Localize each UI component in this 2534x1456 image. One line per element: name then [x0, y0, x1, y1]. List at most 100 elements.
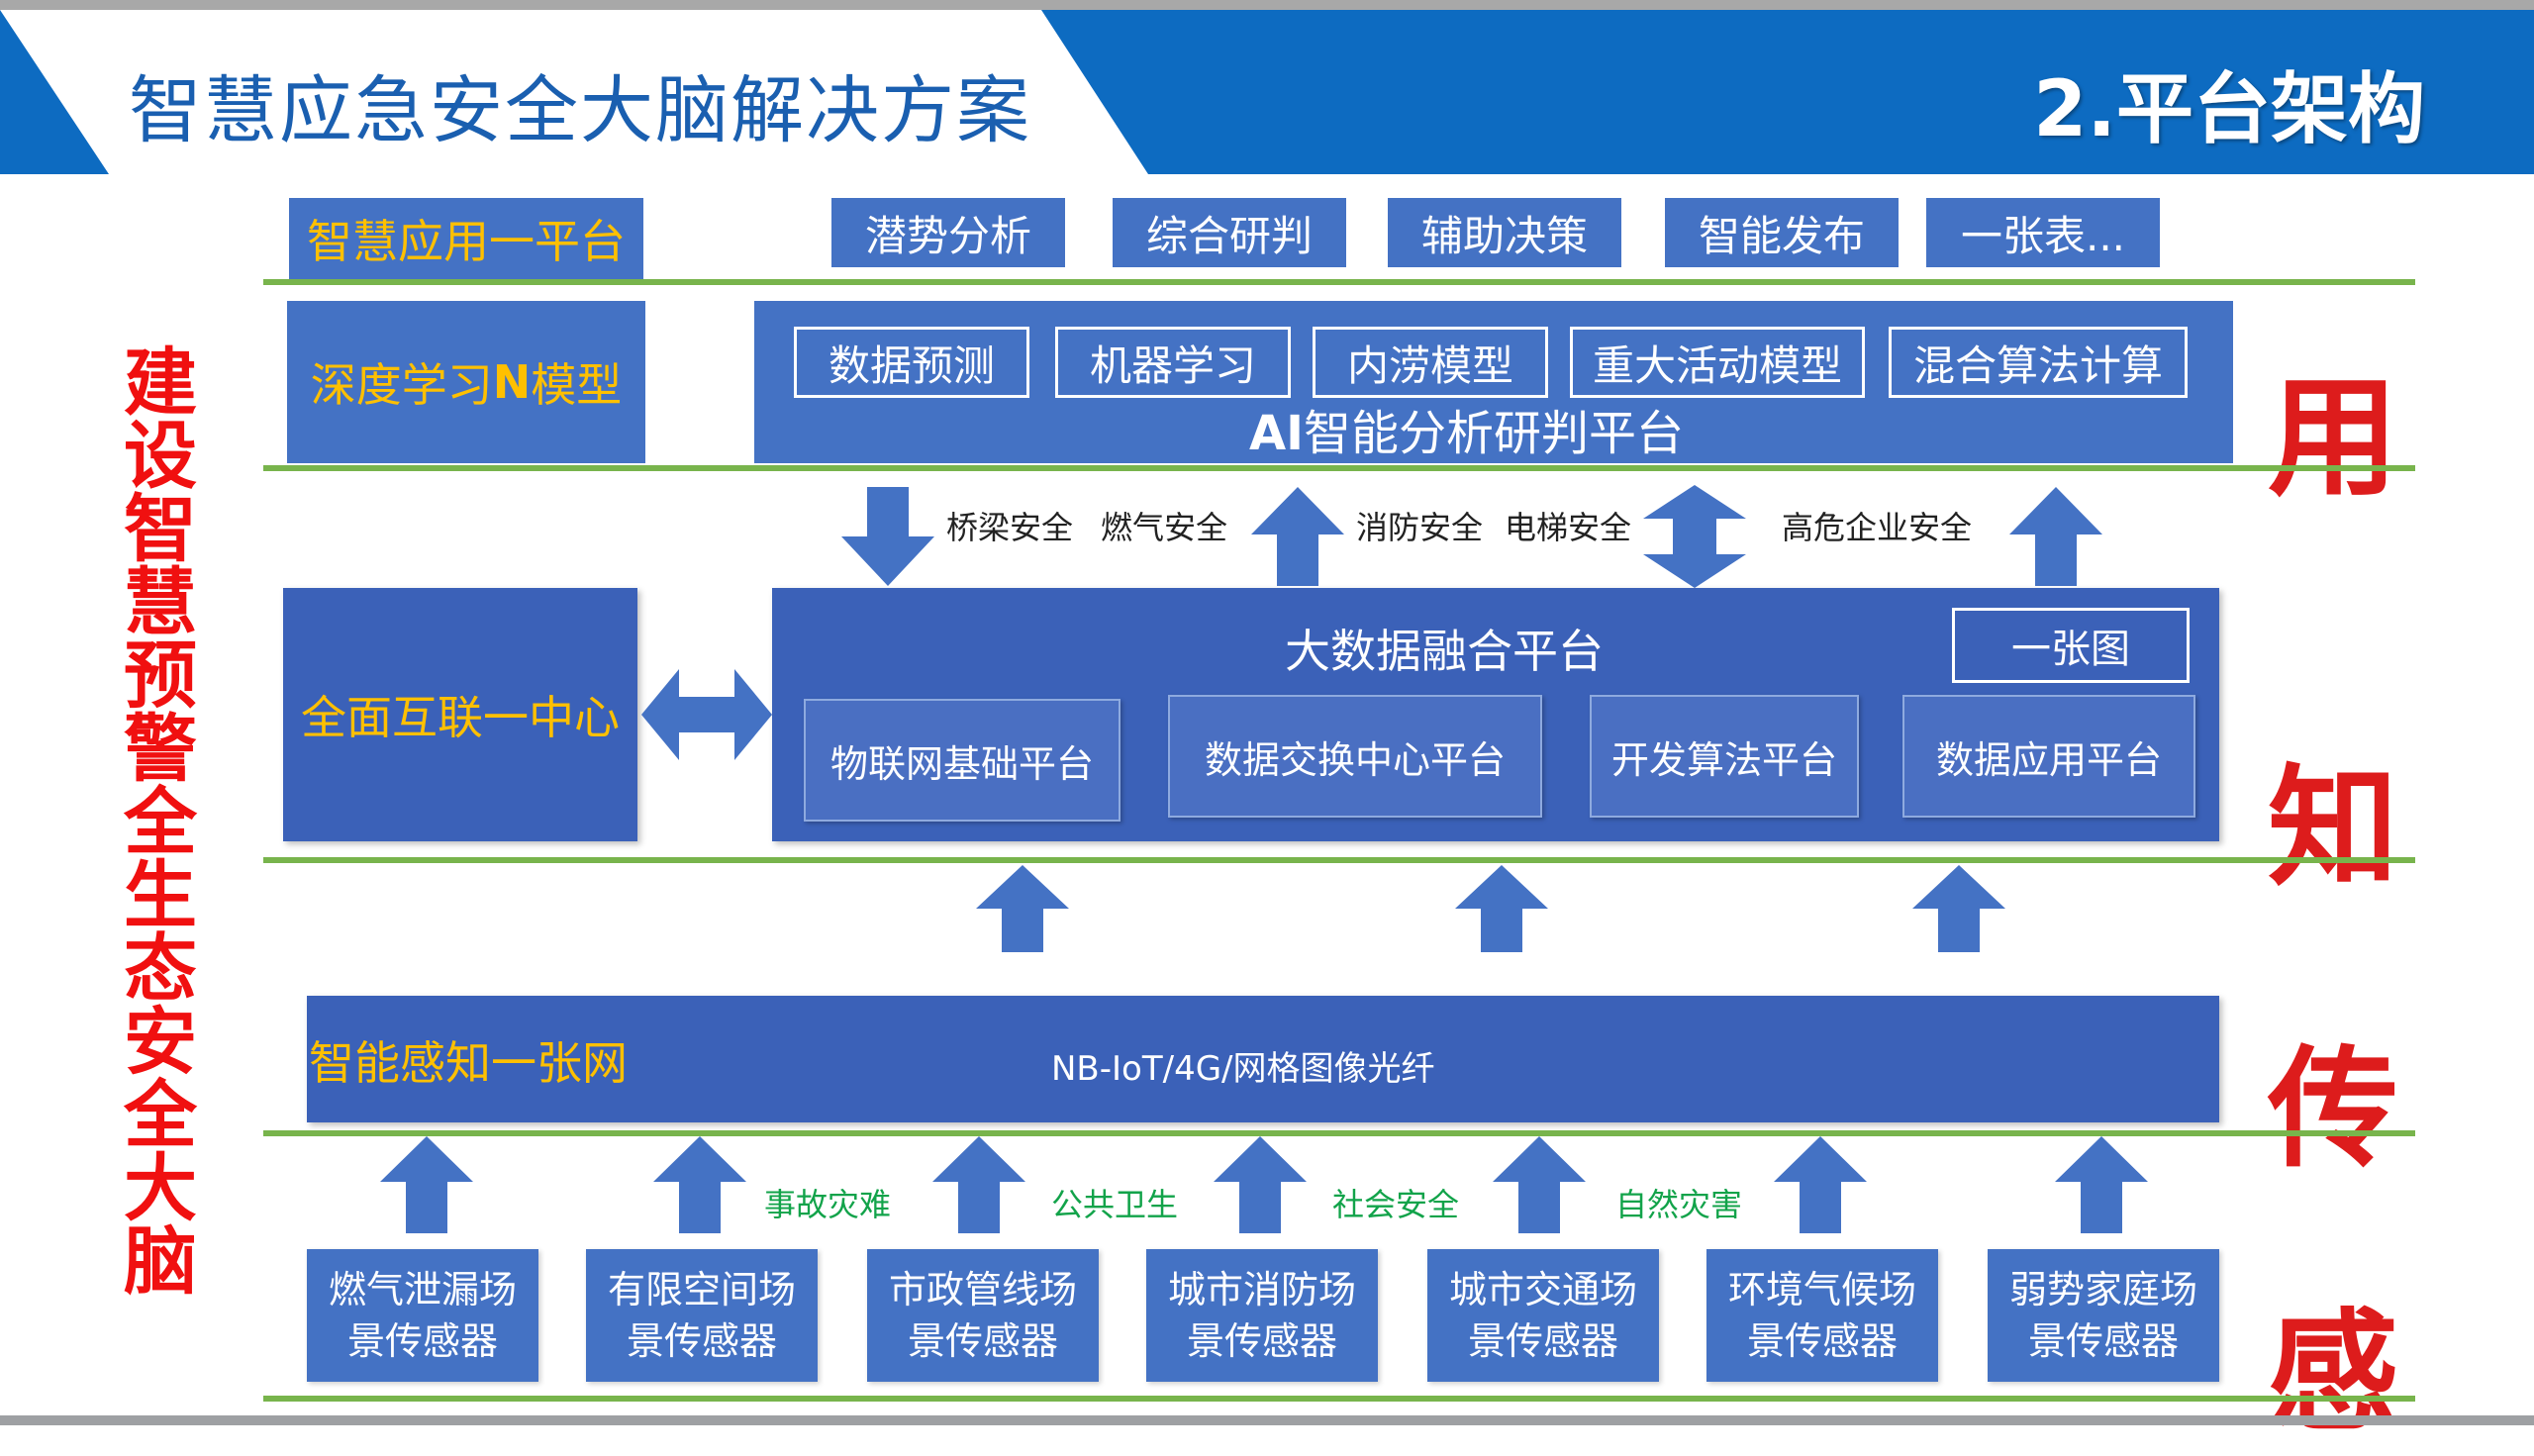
divider-line [263, 279, 2415, 285]
vertical-title-char: 大 [124, 1146, 197, 1231]
deep-learning-n: N [492, 355, 532, 409]
sensor-line: 燃气泄漏场 [328, 1268, 517, 1311]
model-hybrid-algorithm: 混合算法计算 [1889, 327, 2188, 398]
interconnect-center-label: 全面互联一中心 [283, 588, 637, 841]
data-application-platform: 数据应用平台 [1902, 695, 2195, 818]
arrow-up-icon [1251, 487, 1344, 586]
arrow-bidirectional-icon [1643, 485, 1746, 588]
vertical-title-char: 脑 [124, 1219, 197, 1305]
sensor-line: 城市消防场 [1167, 1268, 1356, 1311]
sensor-environment-climate: 环境气候场景传感器 [1706, 1249, 1938, 1382]
layer-use: 用 [2268, 361, 2398, 515]
vertical-title-char: 态 [124, 926, 197, 1012]
arrow-up-icon [976, 865, 1069, 952]
sensor-municipal-pipeline: 市政管线场景传感器 [867, 1249, 1099, 1382]
vertical-title-char: 建 [124, 340, 197, 426]
vertical-title: 建 设 智 慧 预 警 全 生 态 安 全 大 脑 [101, 346, 220, 1299]
vertical-title-char: 预 [124, 633, 197, 719]
layer-know: 知 [2268, 751, 2398, 905]
vertical-title-char: 警 [124, 707, 197, 792]
safety-hazard-enterprise: 高危企业安全 [1782, 509, 1973, 546]
arrow-up-icon [2009, 487, 2102, 586]
ai-prefix: AI [1249, 406, 1305, 461]
safety-fire: 消防安全 [1356, 509, 1484, 546]
sensing-network-label: 智能感知一张网 [309, 1036, 628, 1090]
vertical-title-char: 安 [124, 1000, 197, 1085]
algorithm-dev-platform: 开发算法平台 [1590, 695, 1859, 818]
divider-line [263, 465, 2415, 471]
safety-bridge: 桥梁安全 [946, 509, 1074, 546]
divider-line [263, 1130, 2415, 1136]
divider-line [263, 1396, 2415, 1402]
arrow-down-icon [841, 487, 934, 586]
sensor-urban-traffic: 城市交通场景传感器 [1427, 1249, 1659, 1382]
sensor-line: 景传感器 [1186, 1319, 1337, 1363]
sensor-confined-space: 有限空间场景传感器 [586, 1249, 818, 1382]
model-data-prediction: 数据预测 [794, 327, 1029, 398]
sensor-line: 景传感器 [626, 1319, 777, 1363]
arrow-up-icon [2055, 1136, 2148, 1233]
sensor-urban-fire: 城市消防场景传感器 [1146, 1249, 1378, 1382]
safety-elevator: 电梯安全 [1505, 509, 1632, 546]
vertical-title-char: 慧 [124, 560, 197, 645]
ai-platform-text: 智能分析研判平台 [1304, 406, 1685, 461]
section-title: 2.平台架构 [2033, 65, 2425, 154]
arrow-up-icon [1455, 865, 1548, 952]
vertical-title-char: 全 [124, 1073, 197, 1158]
sensing-network-bar [307, 996, 2219, 1122]
one-map-box: 一张图 [1952, 608, 2190, 683]
sensor-line: 城市交通场 [1448, 1268, 1637, 1311]
app-platform-label: 智慧应用一平台 [289, 198, 643, 279]
app-item-smart-publishing: 智能发布 [1665, 198, 1899, 267]
sensor-line: 市政管线场 [888, 1268, 1077, 1311]
app-item-potential-analysis: 潜势分析 [831, 198, 1065, 267]
sensor-line: 景传感器 [907, 1319, 1058, 1363]
arrow-up-icon [380, 1136, 473, 1233]
category-accident: 事故灾难 [764, 1186, 892, 1223]
sensor-gas-leak: 燃气泄漏场景传感器 [307, 1249, 538, 1382]
sensor-line: 有限空间场 [607, 1268, 796, 1311]
category-public-health: 公共卫生 [1051, 1186, 1179, 1223]
network-tech-label: NB-IoT/4G/网格图像光纤 [1051, 1049, 1435, 1089]
bottom-border [0, 1415, 2534, 1425]
page-title: 智慧应急安全大脑解决方案 [129, 68, 1031, 153]
sensor-line: 景传感器 [346, 1319, 498, 1363]
layer-sense: 感 [2268, 1296, 2398, 1449]
model-waterlogging: 内涝模型 [1313, 327, 1548, 398]
header-bar [0, 10, 2534, 174]
arrow-up-icon [1493, 1136, 1586, 1233]
data-exchange-platform: 数据交换中心平台 [1168, 695, 1542, 818]
ai-platform-title: AI智能分析研判平台 [1249, 394, 1684, 463]
arrow-up-icon [1214, 1136, 1307, 1233]
safety-gas: 燃气安全 [1101, 509, 1228, 546]
app-item-comprehensive-judgement: 综合研判 [1113, 198, 1346, 267]
layer-transmit: 传 [2268, 1032, 2398, 1186]
deep-learning-text: 深度学习 [310, 358, 493, 412]
sensor-vulnerable-household: 弱势家庭场景传感器 [1988, 1249, 2219, 1382]
arrow-horizontal-bidirectional-icon [641, 669, 772, 760]
arrow-up-icon [1912, 865, 2005, 952]
arrow-up-icon [653, 1136, 746, 1233]
app-item-one-table: 一张表... [1926, 198, 2160, 267]
divider-line [263, 857, 2415, 863]
app-item-decision-support: 辅助决策 [1388, 198, 1621, 267]
sensor-line: 弱势家庭场 [2008, 1268, 2197, 1311]
model-machine-learning: 机器学习 [1055, 327, 1291, 398]
model-major-event: 重大活动模型 [1570, 327, 1865, 398]
sensor-line: 景传感器 [1746, 1319, 1898, 1363]
arrow-up-icon [932, 1136, 1025, 1233]
vertical-title-char: 智 [124, 487, 197, 572]
iot-base-platform: 物联网基础平台 [804, 699, 1121, 822]
top-border [0, 0, 2534, 10]
vertical-title-char: 全 [124, 780, 197, 865]
sensor-line: 环境气候场 [1727, 1268, 1916, 1311]
vertical-title-char: 生 [124, 853, 197, 938]
sensor-line: 景传感器 [2027, 1319, 2179, 1363]
arrow-up-icon [1774, 1136, 1867, 1233]
bigdata-platform-title: 大数据融合平台 [1285, 625, 1604, 678]
deep-learning-model-text: 模型 [531, 358, 623, 412]
sensor-line: 景传感器 [1467, 1319, 1618, 1363]
category-social-security: 社会安全 [1332, 1186, 1460, 1223]
category-natural-disaster: 自然灾害 [1615, 1186, 1743, 1223]
vertical-title-char: 设 [124, 414, 197, 499]
